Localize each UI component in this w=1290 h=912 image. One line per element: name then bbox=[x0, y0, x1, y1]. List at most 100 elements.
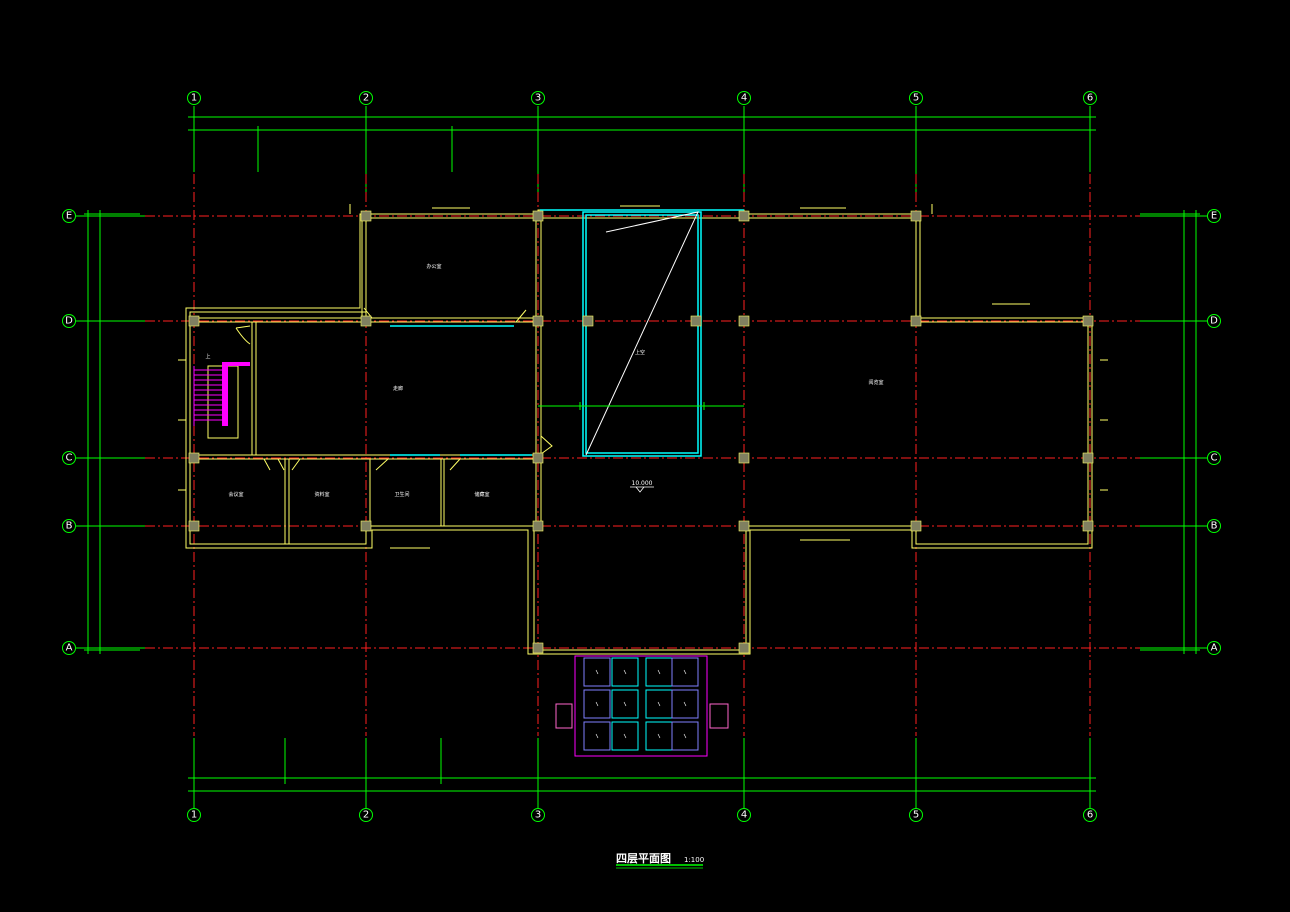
drawing-scale: 1:100 bbox=[684, 856, 704, 864]
column-13 bbox=[532, 452, 544, 464]
axis-label-A: A bbox=[66, 643, 73, 654]
axis-bubble-B-left: B bbox=[62, 519, 76, 533]
axis-bubble-D-left: D bbox=[62, 314, 76, 328]
axis-bubble-6-bottom: 6 bbox=[1083, 808, 1097, 822]
column-18 bbox=[532, 520, 544, 532]
bottom-dimension-lines bbox=[188, 738, 1096, 796]
column-16 bbox=[188, 520, 200, 532]
room-label-r5: 会议室 bbox=[228, 491, 243, 498]
column-9 bbox=[738, 315, 750, 327]
axis-label-E: E bbox=[1211, 211, 1217, 222]
axis-label-4: 4 bbox=[741, 810, 747, 821]
axis-label-2: 2 bbox=[363, 93, 369, 104]
elevation-mark: 10.000 bbox=[630, 480, 654, 493]
column-21 bbox=[1082, 520, 1094, 532]
column-15 bbox=[1082, 452, 1094, 464]
room-label-r2: 走廊 bbox=[393, 385, 403, 392]
column-5 bbox=[360, 315, 372, 327]
axis-label-6: 6 bbox=[1087, 810, 1093, 821]
drawing-title-block: 四层平面图 1:100 bbox=[616, 852, 704, 869]
top-dimension-lines bbox=[188, 113, 1096, 200]
room-label-r3: 上空 bbox=[635, 349, 645, 356]
column-14 bbox=[738, 452, 750, 464]
axis-label-4: 4 bbox=[741, 93, 747, 104]
axis-bubble-A-left: A bbox=[62, 641, 76, 655]
stair bbox=[193, 362, 250, 439]
drawing-title: 四层平面图 bbox=[616, 852, 671, 865]
axis-bubble-C-left: C bbox=[62, 451, 76, 465]
skylight-panel-2-3 bbox=[671, 721, 699, 751]
axis-label-B: B bbox=[1211, 521, 1218, 532]
axis-bubble-E-right: E bbox=[1207, 209, 1221, 223]
axis-label-3: 3 bbox=[535, 810, 541, 821]
column-12 bbox=[188, 452, 200, 464]
axis-label-C: C bbox=[66, 453, 73, 464]
column-1 bbox=[532, 210, 544, 222]
column-2 bbox=[738, 210, 750, 222]
column-17 bbox=[360, 520, 372, 532]
axis-bubble-3-top: 3 bbox=[531, 91, 545, 105]
atrium-diagonal bbox=[585, 211, 699, 456]
axis-bubble-2-bottom: 2 bbox=[359, 808, 373, 822]
axis-label-1: 1 bbox=[191, 810, 197, 821]
axis-label-3: 3 bbox=[535, 93, 541, 104]
column-10 bbox=[910, 315, 922, 327]
axis-bubble-6-top: 6 bbox=[1083, 91, 1097, 105]
room-label-r9: 上 bbox=[205, 353, 210, 360]
skylight-panel-0-1 bbox=[611, 657, 639, 687]
column-4 bbox=[188, 315, 200, 327]
skylight-panel-2-0 bbox=[583, 721, 611, 751]
skylight-panel-0-3 bbox=[671, 657, 699, 687]
column-0 bbox=[360, 210, 372, 222]
room-label-r1: 办公室 bbox=[426, 263, 441, 270]
skylight-panel-2-1 bbox=[611, 721, 639, 751]
axis-extensions bbox=[76, 106, 1207, 808]
column-20 bbox=[910, 520, 922, 532]
axis-bubble-A-right: A bbox=[1207, 641, 1221, 655]
axis-bubble-5-bottom: 5 bbox=[909, 808, 923, 822]
axis-label-5: 5 bbox=[913, 810, 919, 821]
axis-bubble-1-top: 1 bbox=[187, 91, 201, 105]
axis-label-5: 5 bbox=[913, 93, 919, 104]
column-19 bbox=[738, 520, 750, 532]
side-dimension-lines bbox=[84, 210, 1200, 654]
room-label-r7: 卫生间 bbox=[394, 491, 409, 498]
axis-bubble-4-bottom: 4 bbox=[737, 808, 751, 822]
axis-bubble-5-top: 5 bbox=[909, 91, 923, 105]
axis-label-1: 1 bbox=[191, 93, 197, 104]
skylight-panel-1-0 bbox=[583, 689, 611, 719]
room-label-r4: 阅览室 bbox=[868, 379, 883, 386]
axis-bubble-2-top: 2 bbox=[359, 91, 373, 105]
axis-label-E: E bbox=[66, 211, 72, 222]
building-walls bbox=[178, 204, 1108, 655]
elevation-value: 10.000 bbox=[632, 480, 653, 487]
axis-label-2: 2 bbox=[363, 810, 369, 821]
axis-label-A: A bbox=[1211, 643, 1218, 654]
section-line bbox=[538, 402, 744, 410]
skylight-panel-0-0 bbox=[583, 657, 611, 687]
room-labels: 办公室 走廊 上空 阅览室 会议室 资料室 卫生间 储藏室 上 bbox=[205, 263, 883, 498]
axis-label-C: C bbox=[1211, 453, 1218, 464]
room-label-r8: 储藏室 bbox=[474, 491, 489, 498]
skylight-panel-1-3 bbox=[671, 689, 699, 719]
skylight-panel-1-1 bbox=[611, 689, 639, 719]
columns bbox=[188, 210, 1094, 654]
column-8 bbox=[690, 315, 702, 327]
axis-bubble-4-top: 4 bbox=[737, 91, 751, 105]
axis-bubble-E-left: E bbox=[62, 209, 76, 223]
column-11 bbox=[1082, 315, 1094, 327]
entrance-canopy bbox=[555, 655, 729, 757]
axis-bubble-D-right: D bbox=[1207, 314, 1221, 328]
room-label-r6: 资料室 bbox=[314, 491, 329, 498]
axis-bubble-B-right: B bbox=[1207, 519, 1221, 533]
atrium-glass bbox=[390, 209, 744, 457]
axis-label-D: D bbox=[1210, 316, 1218, 327]
column-23 bbox=[738, 642, 750, 654]
axis-bubble-3-bottom: 3 bbox=[531, 808, 545, 822]
axis-bubble-1-bottom: 1 bbox=[187, 808, 201, 822]
axis-label-6: 6 bbox=[1087, 93, 1093, 104]
column-3 bbox=[910, 210, 922, 222]
column-6 bbox=[532, 315, 544, 327]
